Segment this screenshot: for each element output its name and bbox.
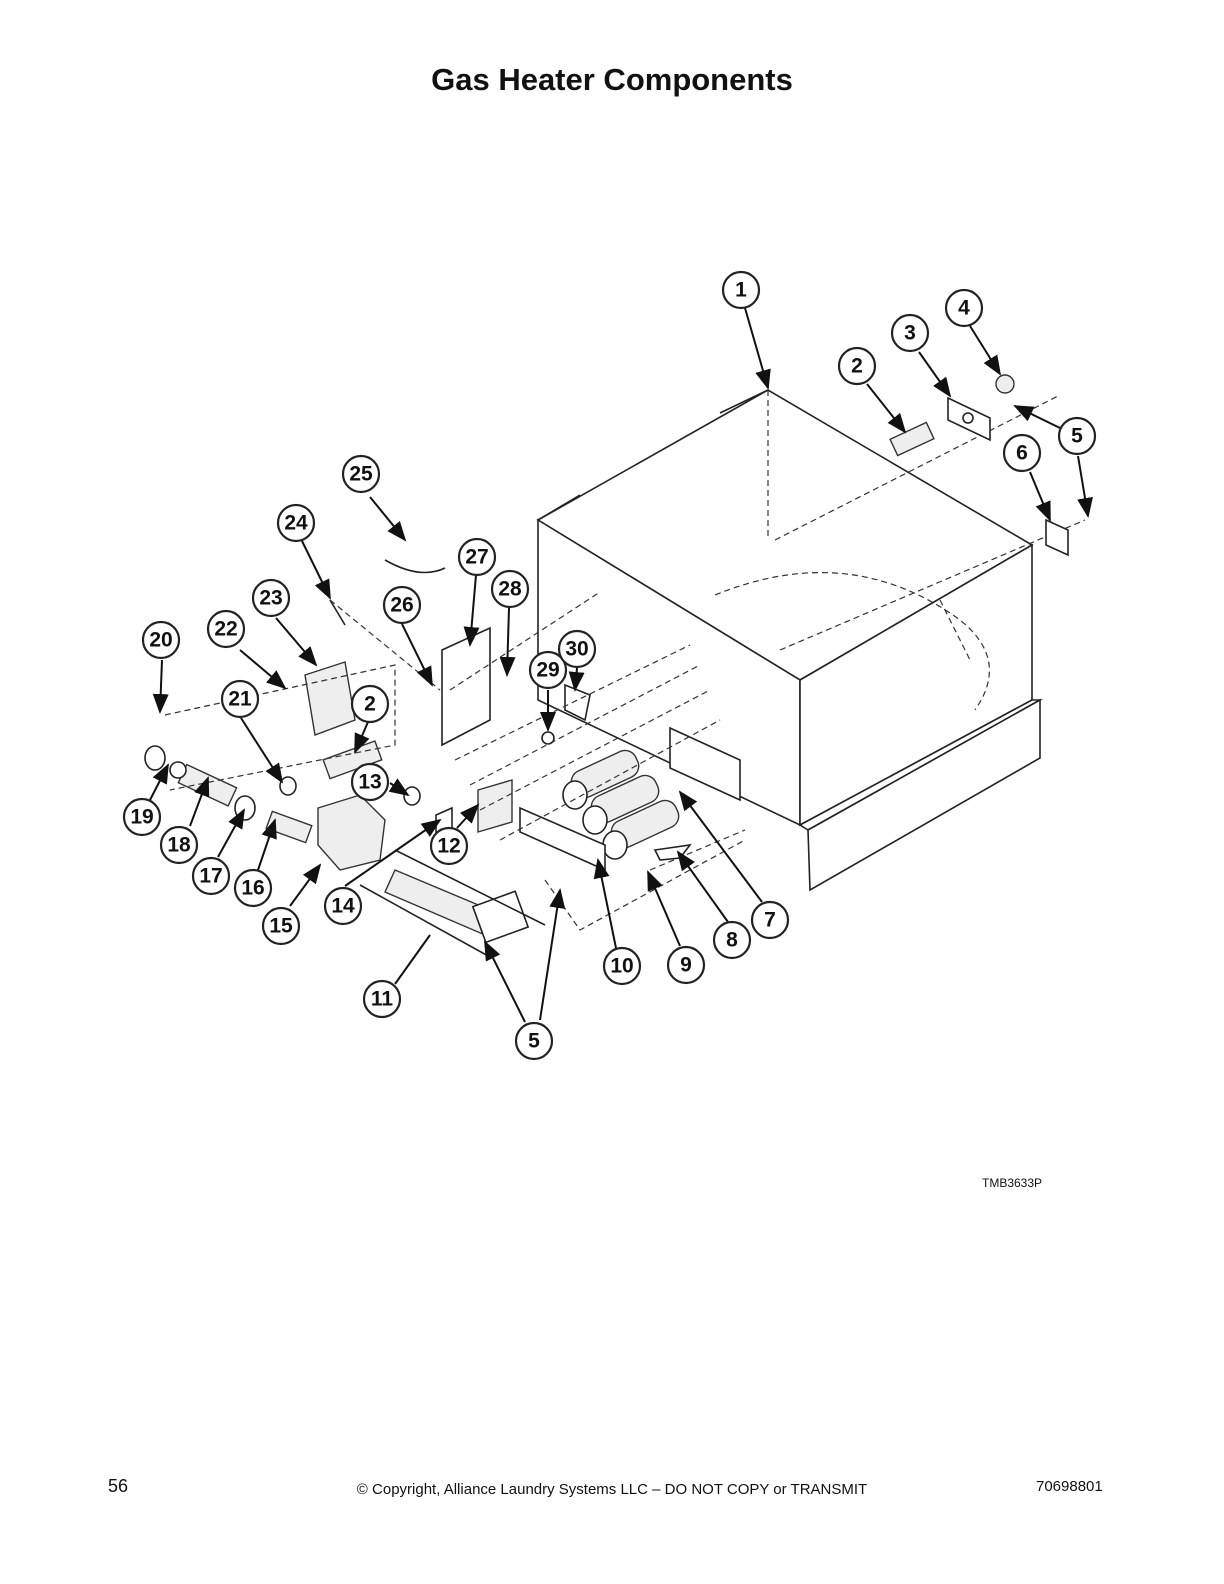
svg-text:20: 20: [149, 629, 172, 652]
leader-lines: [149, 307, 1093, 1023]
callout-7: 7: [750, 900, 790, 940]
callout-21: 21: [220, 679, 260, 719]
callout-24: 24: [276, 503, 316, 543]
document-number: 70698801: [1036, 1478, 1103, 1495]
control-bracket: [441, 626, 491, 747]
callout-23: 23: [251, 578, 291, 618]
side-bracket: [1045, 518, 1069, 557]
svg-text:24: 24: [284, 512, 308, 535]
callout-10: 10: [602, 946, 642, 986]
callout-15: 15: [261, 906, 301, 946]
callout-13: 13: [350, 762, 390, 802]
svg-text:16: 16: [241, 877, 264, 900]
callout-17: 17: [191, 856, 231, 896]
callout-29: 29: [528, 650, 568, 690]
igniter: [653, 843, 692, 861]
callout-12: 12: [429, 826, 469, 866]
svg-text:23: 23: [259, 587, 282, 610]
ignition-control: [304, 661, 356, 736]
flame-sensor: [541, 683, 591, 745]
mesh-screen: [477, 779, 513, 833]
callout-8: 8: [712, 920, 752, 960]
svg-text:29: 29: [536, 659, 559, 682]
callout-19: 19: [122, 797, 162, 837]
svg-text:1: 1: [735, 279, 747, 302]
callout-18: 18: [159, 825, 199, 865]
heater-box: [536, 389, 1086, 892]
callout-28: 28: [490, 569, 530, 609]
gas-valve: [317, 794, 386, 871]
callout-22: 22: [206, 609, 246, 649]
svg-text:28: 28: [498, 578, 522, 601]
cap-fitting: [995, 374, 1015, 394]
svg-text:17: 17: [199, 865, 222, 888]
svg-text:9: 9: [680, 954, 692, 977]
svg-text:5: 5: [528, 1030, 540, 1053]
svg-text:18: 18: [167, 834, 191, 857]
svg-text:2: 2: [364, 693, 376, 716]
callout-1: 1: [721, 270, 761, 310]
callout-20: 20: [141, 620, 181, 660]
svg-text:19: 19: [130, 806, 153, 829]
svg-text:4: 4: [958, 297, 970, 320]
svg-text:5: 5: [1071, 425, 1083, 448]
callout-5-upper: 5: [1057, 416, 1097, 456]
callout-25: 25: [341, 454, 381, 494]
svg-text:27: 27: [465, 546, 488, 569]
mounting-plate: [947, 396, 991, 442]
heat-shield-plate: [669, 726, 741, 802]
svg-text:26: 26: [390, 594, 413, 617]
callout-11: 11: [362, 979, 402, 1019]
burner-tubes: [562, 749, 680, 860]
svg-text:7: 7: [764, 909, 776, 932]
svg-text:10: 10: [610, 955, 633, 978]
svg-text:21: 21: [228, 688, 252, 711]
figure-id: TMB3633P: [982, 1176, 1043, 1190]
svg-text:12: 12: [437, 835, 460, 858]
svg-text:30: 30: [565, 638, 588, 661]
page-title: Gas Heater Components: [431, 62, 793, 97]
callout-2-lower: 2: [350, 684, 390, 724]
svg-text:6: 6: [1016, 442, 1028, 465]
callout-27: 27: [457, 537, 497, 577]
callout-9: 9: [666, 945, 706, 985]
callout-4: 4: [944, 288, 984, 328]
svg-text:11: 11: [371, 988, 394, 1011]
svg-text:25: 25: [349, 463, 373, 486]
copyright-notice: © Copyright, Alliance Laundry Systems LL…: [356, 1481, 868, 1498]
callout-6: 6: [1002, 433, 1042, 473]
callout-5-lower: 5: [514, 1021, 554, 1061]
callout-14: 14: [323, 886, 363, 926]
callout-16: 16: [233, 868, 273, 908]
burner-manifold: [359, 849, 546, 958]
wire-harness: [329, 559, 446, 626]
pipe-nipple-upper: [889, 421, 935, 457]
svg-text:14: 14: [331, 895, 355, 918]
callout-2-upper: 2: [837, 346, 877, 386]
callout-30: 30: [557, 629, 597, 669]
svg-text:22: 22: [214, 618, 237, 641]
svg-text:3: 3: [904, 322, 916, 345]
svg-text:13: 13: [358, 771, 381, 794]
page-number: 56: [108, 1476, 129, 1496]
callout-26: 26: [382, 585, 422, 625]
svg-text:15: 15: [269, 915, 293, 938]
svg-text:8: 8: [726, 929, 738, 952]
callout-3: 3: [890, 313, 930, 353]
svg-text:2: 2: [851, 355, 863, 378]
